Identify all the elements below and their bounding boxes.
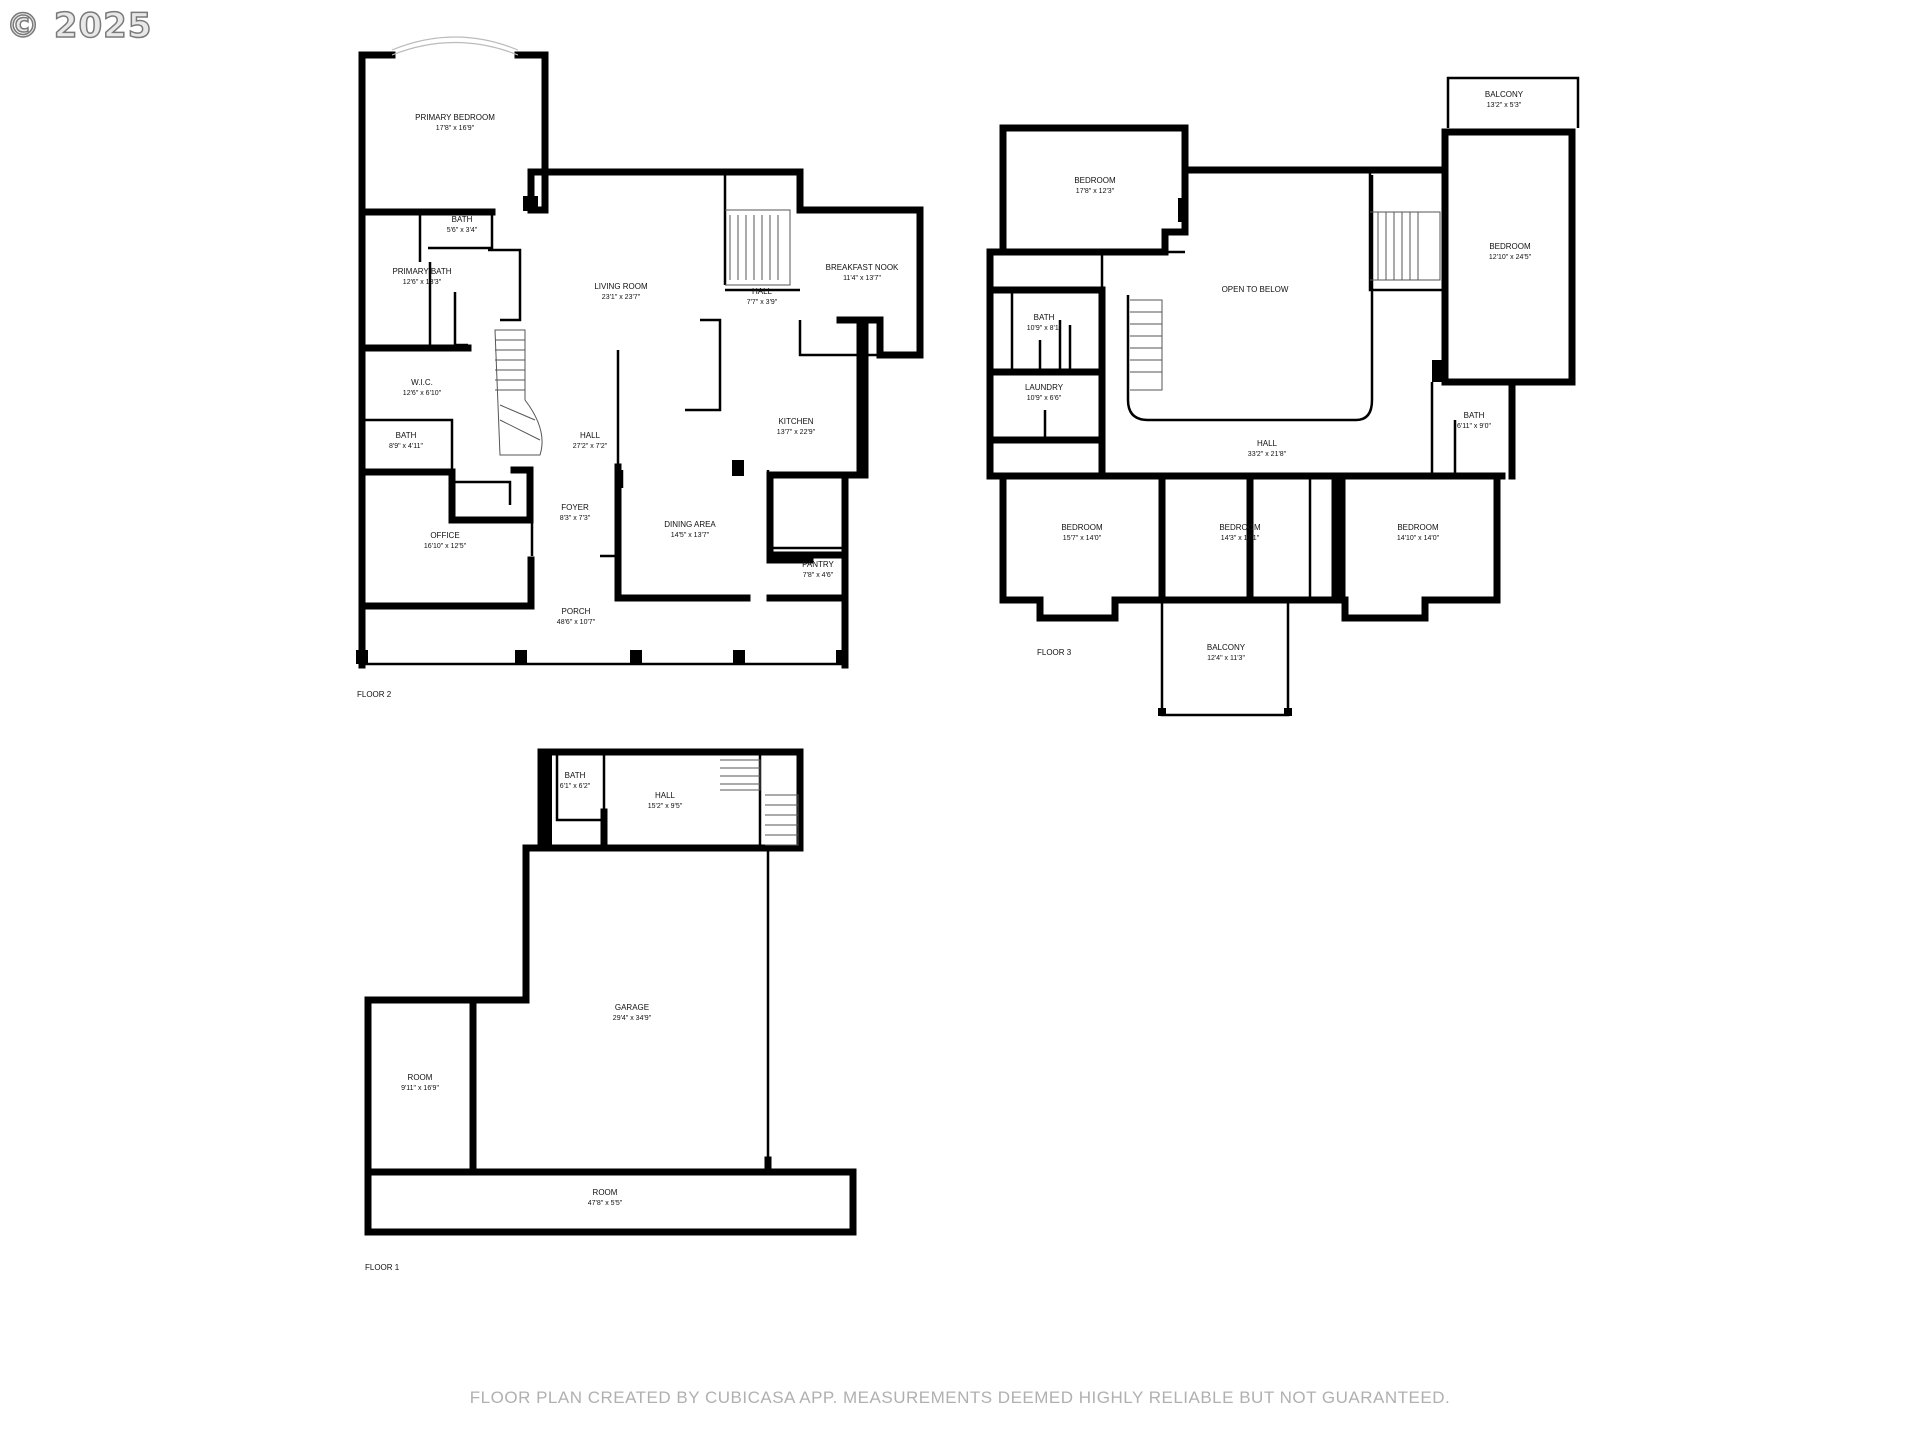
floor-3-label: FLOOR 3 (1037, 648, 1072, 657)
room-dimensions: 17'8" x 12'3" (1076, 188, 1115, 195)
balcony-bottom-outline (1160, 600, 1290, 717)
disclaimer-text: FLOOR PLAN CREATED BY CUBICASA APP. MEAS… (469, 1388, 1451, 1407)
room-dimensions: 7'8" x 4'6" (803, 572, 834, 579)
room-name: BATH (1034, 313, 1055, 322)
room-name: HALL (655, 791, 676, 800)
room-name: BALCONY (1207, 643, 1246, 652)
room-dimensions: 7'7" x 3'9" (747, 299, 778, 306)
room-dimensions: 5'6" x 3'4" (447, 227, 478, 234)
room-dimensions: 16'10" x 12'5" (424, 543, 467, 550)
room-dimensions: 33'2" x 21'8" (1248, 451, 1287, 458)
room-dimensions: 12'6" x 6'10" (403, 390, 442, 397)
floor-3-stairs (1130, 211, 1441, 391)
room-dimensions: 29'4" x 34'9" (613, 1015, 652, 1022)
room-name: HALL (580, 431, 601, 440)
room-dimensions: 14'3" x 12'1" (1221, 535, 1260, 542)
room-dimensions: 27'2" x 7'2" (573, 443, 608, 450)
room-name: BATH (565, 771, 586, 780)
room-dimensions: 15'7" x 14'0" (1063, 535, 1102, 542)
room-dimensions: 12'6" x 13'3" (403, 279, 442, 286)
room-dimensions: 10'9" x 6'6" (1027, 395, 1062, 402)
room-name: PRIMARY BEDROOM (415, 113, 495, 122)
floor-3-bearing-walls (986, 286, 1506, 604)
room-name: HALL (1257, 439, 1278, 448)
floor-1-bearing-walls (469, 808, 804, 1176)
floor-1-plan: FLOOR 1 (364, 748, 857, 1272)
room-dimensions: 8'9" x 4'11" (389, 443, 423, 450)
room-dimensions: 23'1" x 23'7" (602, 294, 641, 301)
room-dimensions: 47'8" x 5'5" (588, 1200, 623, 1207)
room-dimensions: 9'11" x 16'9" (401, 1085, 439, 1092)
room-name: BEDROOM (1074, 176, 1116, 185)
room-name: PORCH (562, 607, 591, 616)
floor-2-stairs (494, 209, 791, 456)
bay-window (391, 36, 519, 56)
room-dimensions: 6'1" x 6'2" (560, 783, 591, 790)
room-name: BALCONY (1485, 90, 1524, 99)
balcony-top-outline (1446, 76, 1580, 128)
room-name: LAUNDRY (1025, 383, 1064, 392)
copyright-watermark: © 2025 (5, 5, 153, 47)
room-name: DINING AREA (664, 520, 716, 529)
floor-3-plan: FLOOR 3 (986, 76, 1580, 717)
room-name: PRIMARY BATH (392, 267, 451, 276)
room-name: BEDROOM (1397, 523, 1439, 532)
room-name: KITCHEN (778, 417, 813, 426)
room-name: BREAKFAST NOOK (826, 263, 899, 272)
room-name: W.I.C. (411, 378, 433, 387)
room-dimensions: 48'6" x 10'7" (557, 619, 596, 626)
room-dimensions: 17'8" x 16'9" (436, 125, 475, 132)
room-dimensions: 14'10" x 14'0" (1397, 535, 1440, 542)
room-name: LIVING ROOM (594, 282, 648, 291)
room-name: BATH (452, 215, 473, 224)
room-name: GARAGE (615, 1003, 649, 1012)
room-name: ROOM (593, 1188, 618, 1197)
room-name: BEDROOM (1061, 523, 1103, 532)
room-dimensions: 13'7" x 22'9" (777, 429, 816, 436)
room-name: OPEN TO BELOW (1222, 285, 1289, 294)
room-name: ROOM (408, 1073, 433, 1082)
room-name: BEDROOM (1219, 523, 1261, 532)
room-labels: PRIMARY BEDROOM 17'8" x 16'9" BATH 5'6" x 3… (389, 90, 1532, 1207)
room-name: BATH (1464, 411, 1485, 420)
room-dimensions: 12'10" x 24'5" (1489, 254, 1532, 261)
floor-1-label: FLOOR 1 (365, 1263, 400, 1272)
room-dimensions: 14'5" x 13'7" (671, 532, 710, 539)
room-dimensions: 6'11" x 9'0" (1457, 423, 1491, 430)
room-dimensions: 8'3" x 7'3" (560, 515, 591, 522)
floor-2-plan: FLOOR 2 (356, 36, 924, 699)
floor-1-interior-walls (471, 752, 770, 1172)
porch-outline (360, 604, 847, 666)
floor-2-outer-wall (358, 51, 924, 669)
room-dimensions: 15'2" x 9'5" (648, 803, 683, 810)
floor-2-label: FLOOR 2 (357, 690, 392, 699)
room-name: BEDROOM (1489, 242, 1531, 251)
room-dimensions: 10'9" x 8'1" (1027, 325, 1062, 332)
room-name: FOYER (561, 503, 589, 512)
room-dimensions: 13'2" x 5'3" (1487, 102, 1522, 109)
room-dimensions: 12'4" x 11'3" (1207, 655, 1245, 662)
room-name: PANTRY (802, 560, 834, 569)
room-dimensions: 11'4" x 13'7" (843, 275, 881, 282)
floor-2-bearing-walls (358, 168, 864, 602)
floor-1-outer-wall (364, 748, 857, 1236)
room-name: HALL (752, 287, 773, 296)
room-name: OFFICE (430, 531, 459, 540)
floor-1-stairs (720, 759, 799, 846)
open-to-below-rail (1126, 175, 1374, 422)
room-name: BATH (396, 431, 417, 440)
